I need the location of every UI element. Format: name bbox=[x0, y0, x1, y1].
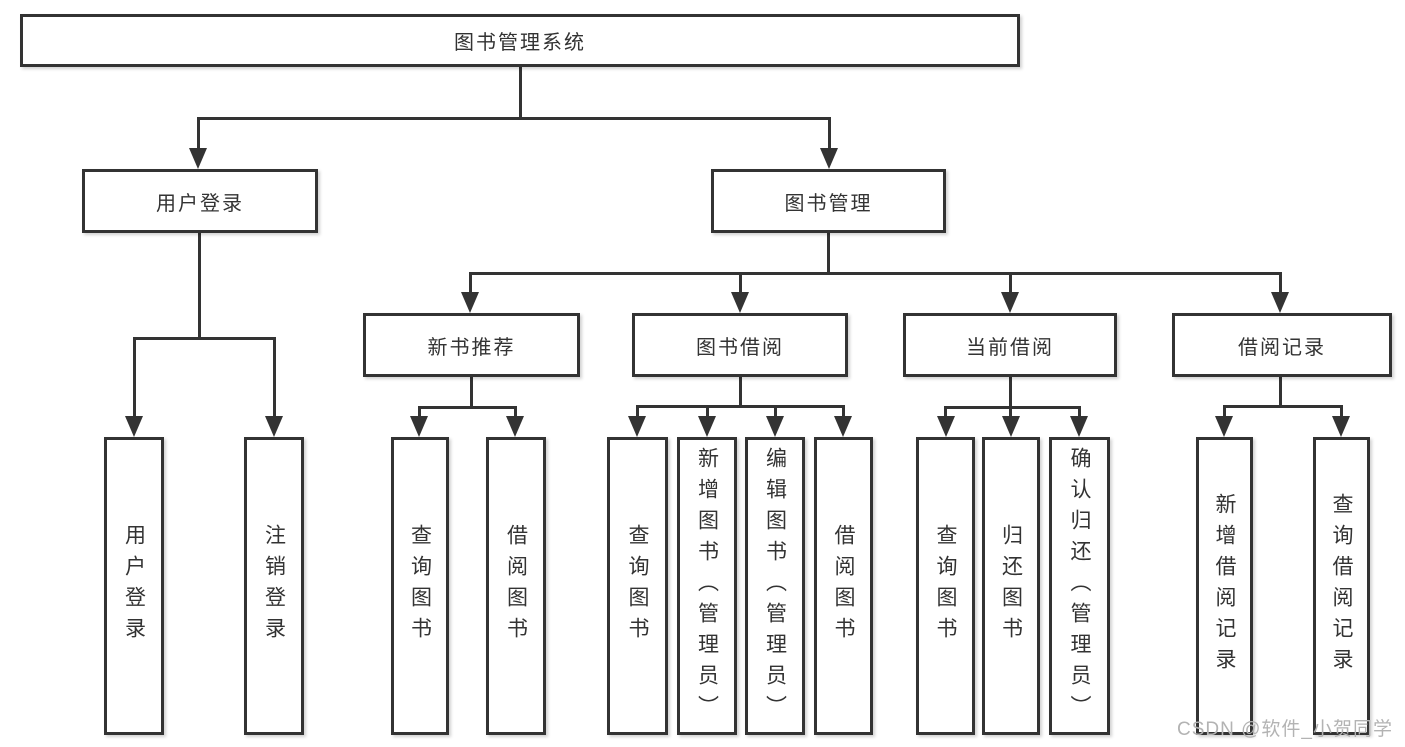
connector-borrow-hline bbox=[636, 405, 845, 408]
arrowhead-down-icon bbox=[731, 292, 749, 313]
connector-drop-leaf bbox=[418, 406, 421, 420]
arrowhead-down-icon bbox=[461, 292, 479, 313]
connector-drop-leaf bbox=[1340, 405, 1343, 420]
connector-drop-leaf bbox=[636, 405, 639, 420]
leaf-query-books-1: 查询图书 bbox=[391, 437, 449, 735]
arrowhead-down-icon bbox=[410, 416, 428, 437]
leaf-query-books-2: 查询图书 bbox=[607, 437, 668, 735]
connector-drop-borrow bbox=[739, 272, 742, 296]
node-label: 查询图书 bbox=[626, 524, 649, 648]
node-label: 用户登录 bbox=[156, 192, 244, 215]
connector-bookmgmt-hline bbox=[469, 272, 1281, 275]
node-label: 查询图书 bbox=[408, 524, 432, 648]
connector-drop-current bbox=[1009, 272, 1012, 296]
arrowhead-down-icon bbox=[1332, 416, 1350, 437]
node-label: 新增借阅记录 bbox=[1213, 493, 1236, 679]
connector-drop-leaf bbox=[774, 405, 777, 420]
arrowhead-down-icon bbox=[834, 416, 852, 437]
connector-drop-newbook bbox=[469, 272, 472, 296]
leaf-edit-books-admin: 编辑图书（管理员） bbox=[745, 437, 805, 735]
connector-userlogin-hline bbox=[133, 337, 275, 340]
leaf-borrow-books-2: 借阅图书 bbox=[814, 437, 873, 735]
leaf-user-login: 用户登录 bbox=[104, 437, 164, 735]
node-label: 确认归还（管理员） bbox=[1068, 446, 1091, 726]
node-label: 注销登录 bbox=[262, 524, 286, 648]
connector-drop-user-login bbox=[197, 117, 200, 153]
node-user-login-module: 用户登录 bbox=[82, 169, 318, 233]
connector-newbook-stem bbox=[470, 377, 473, 409]
connector-records-stem bbox=[1279, 377, 1282, 408]
arrowhead-down-icon bbox=[189, 148, 207, 169]
node-label: 用户登录 bbox=[122, 524, 146, 648]
arrowhead-down-icon bbox=[1070, 416, 1088, 437]
connector-drop-leaf bbox=[842, 405, 845, 420]
arrowhead-down-icon bbox=[937, 416, 955, 437]
node-label: 借阅图书 bbox=[832, 524, 855, 648]
arrowhead-down-icon bbox=[506, 416, 524, 437]
node-label: 图书管理系统 bbox=[454, 32, 586, 54]
leaf-query-borrow-record: 查询借阅记录 bbox=[1313, 437, 1370, 735]
arrowhead-down-icon bbox=[125, 416, 143, 437]
connector-drop-leaf bbox=[1009, 406, 1012, 420]
arrowhead-down-icon bbox=[1002, 416, 1020, 437]
leaf-add-borrow-record: 新增借阅记录 bbox=[1196, 437, 1253, 735]
leaf-borrow-books-1: 借阅图书 bbox=[486, 437, 546, 735]
leaf-confirm-return-admin: 确认归还（管理员） bbox=[1049, 437, 1110, 735]
arrowhead-down-icon bbox=[628, 416, 646, 437]
node-book-borrow: 图书借阅 bbox=[632, 313, 848, 377]
leaf-logout: 注销登录 bbox=[244, 437, 304, 735]
connector-root-hline bbox=[197, 117, 831, 120]
connector-drop-leaf bbox=[706, 405, 709, 420]
node-borrow-records: 借阅记录 bbox=[1172, 313, 1392, 377]
arrowhead-down-icon bbox=[698, 416, 716, 437]
node-label: 图书管理 bbox=[784, 192, 873, 215]
connector-newbook-hline bbox=[418, 406, 517, 409]
node-book-management-module: 图书管理 bbox=[711, 169, 946, 233]
node-label: 图书借阅 bbox=[696, 336, 784, 359]
connector-drop-logout-leaf bbox=[273, 337, 276, 420]
node-label: 查询图书 bbox=[934, 524, 957, 648]
connector-records-hline bbox=[1223, 405, 1343, 408]
arrowhead-down-icon bbox=[766, 416, 784, 437]
node-label: 归还图书 bbox=[999, 524, 1023, 648]
connector-root-stem bbox=[519, 67, 522, 120]
node-label: 当前借阅 bbox=[966, 336, 1054, 359]
arrowhead-down-icon bbox=[265, 416, 283, 437]
arrowhead-down-icon bbox=[820, 148, 838, 169]
connector-current-stem bbox=[1009, 377, 1012, 409]
connector-current-hline bbox=[944, 406, 1081, 409]
connector-bookmgmt-stem bbox=[827, 233, 830, 274]
connector-drop-leaf bbox=[944, 406, 947, 420]
node-root-library-system: 图书管理系统 bbox=[20, 14, 1020, 67]
connector-drop-leaf bbox=[1078, 406, 1081, 420]
node-label: 新书推荐 bbox=[427, 336, 516, 359]
connector-borrow-stem bbox=[739, 377, 742, 408]
arrowhead-down-icon bbox=[1001, 292, 1019, 313]
arrowhead-down-icon bbox=[1271, 292, 1289, 313]
node-current-borrow: 当前借阅 bbox=[903, 313, 1117, 377]
csdn-watermark: CSDN @软件_小贺同学 bbox=[1177, 719, 1393, 740]
node-new-book-recommend: 新书推荐 bbox=[363, 313, 580, 377]
connector-drop-book-mgmt bbox=[828, 117, 831, 153]
node-label: 新增图书（管理员） bbox=[695, 446, 719, 726]
leaf-return-books: 归还图书 bbox=[982, 437, 1040, 735]
connector-userlogin-stem bbox=[198, 233, 201, 339]
node-label: 编辑图书（管理员） bbox=[763, 446, 787, 726]
leaf-query-books-3: 查询图书 bbox=[916, 437, 975, 735]
node-label: 借阅图书 bbox=[504, 524, 528, 648]
connector-drop-login-leaf bbox=[133, 337, 136, 420]
arrowhead-down-icon bbox=[1215, 416, 1233, 437]
leaf-add-books-admin: 新增图书（管理员） bbox=[677, 437, 737, 735]
connector-drop-leaf bbox=[1223, 405, 1226, 420]
node-label: 查询借阅记录 bbox=[1330, 493, 1353, 679]
connector-drop-records bbox=[1279, 272, 1282, 296]
node-label: 借阅记录 bbox=[1238, 336, 1326, 359]
connector-drop-leaf bbox=[514, 406, 517, 420]
